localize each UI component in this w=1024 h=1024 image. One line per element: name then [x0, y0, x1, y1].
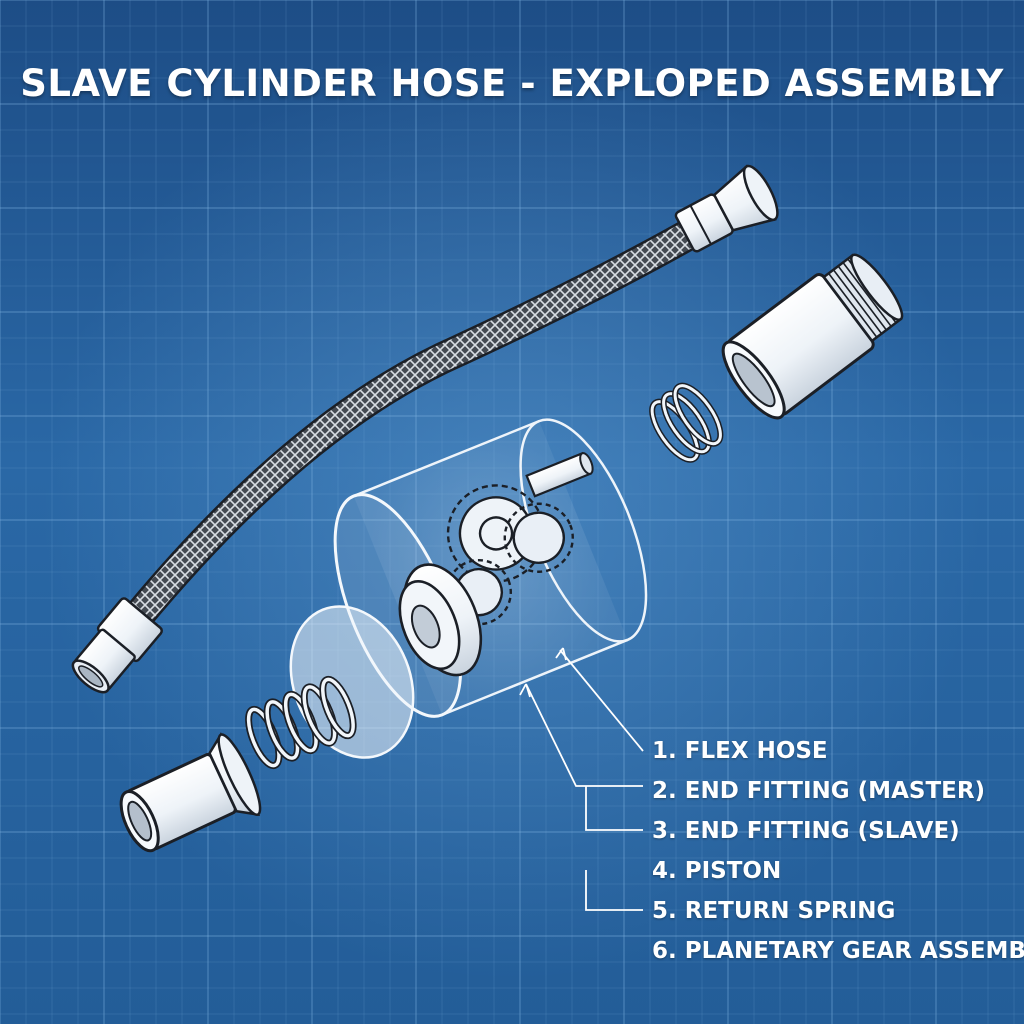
legend-item-end-fitting-slave: 3. END FITTING (SLAVE) — [652, 818, 960, 844]
leader-lines — [519, 647, 644, 911]
diagram-title: SLAVE CYLINDER HOSE - EXPLOPED ASSEMBLY — [20, 62, 1004, 105]
planetary-gear-assembly — [333, 418, 648, 718]
legend-item-planetary-gear-assembly: 6. PLANETARY GEAR ASSEMBLY — [652, 938, 1024, 964]
legend-item-flex-hose: 1. FLEX HOSE — [652, 738, 828, 764]
end-fitting-slave — [721, 253, 904, 420]
legend-item-return-spring: 5. RETURN SPRING — [652, 898, 896, 924]
hose-ferrule-left — [71, 597, 163, 694]
piston — [289, 605, 415, 759]
parts-legend: 1. FLEX HOSE 2. END FITTING (MASTER) 3. … — [652, 731, 1024, 971]
small-spring-ring — [649, 382, 724, 463]
legend-item-end-fitting-master: 2. END FITTING (MASTER) — [652, 778, 986, 804]
legend-item-piston: 4. PISTON — [652, 858, 782, 884]
hose-ferrule-right — [674, 164, 779, 253]
end-fitting-master — [119, 732, 262, 853]
return-spring — [245, 675, 357, 770]
flex-hose — [122, 214, 708, 631]
